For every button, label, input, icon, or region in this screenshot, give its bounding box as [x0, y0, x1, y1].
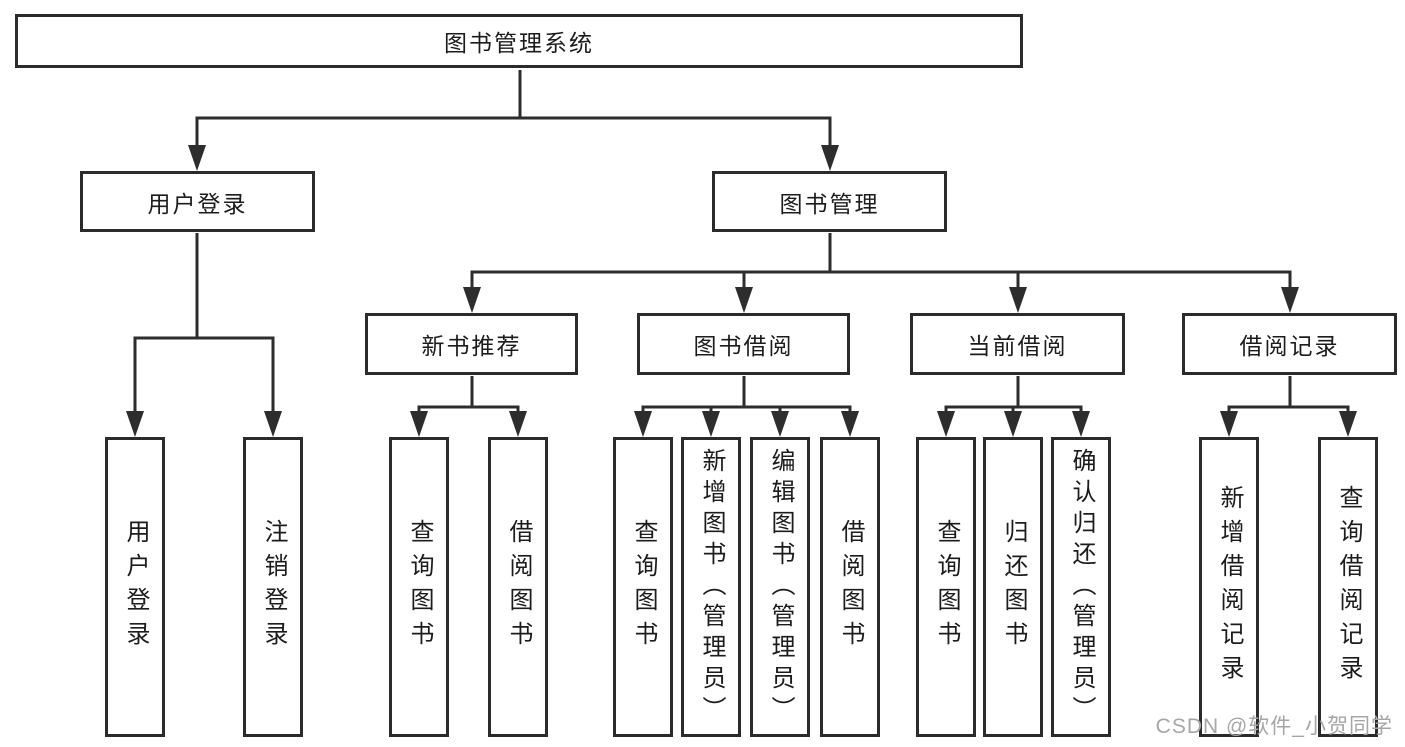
csdn-watermark: CSDN @软件_小贺同学 [1155, 715, 1393, 738]
leaf-query-books-current: 查询图书 [916, 437, 976, 737]
leaf-return-books-label: 归还图书 [1000, 519, 1027, 655]
leaf-query-books-current-label: 查询图书 [933, 519, 960, 655]
node-book-management: 图书管理 [712, 171, 947, 232]
leaf-logout: 注销登录 [243, 437, 303, 737]
leaf-query-books-borrow-label: 查询图书 [630, 519, 657, 655]
node-book-borrow: 图书借阅 [637, 313, 850, 375]
leaf-add-borrow-record-label: 新增借阅记录 [1216, 485, 1243, 689]
leaf-edit-books-admin: 编辑图书（管理员） [750, 437, 810, 737]
leaf-query-borrow-record: 查询借阅记录 [1318, 437, 1378, 737]
leaf-query-books-newbook-label: 查询图书 [406, 519, 433, 655]
leaf-query-books-newbook: 查询图书 [389, 437, 449, 737]
leaf-user-login-label: 用户登录 [122, 519, 149, 655]
arrowheads [126, 145, 1357, 437]
node-borrow-record: 借阅记录 [1182, 313, 1397, 375]
leaf-return-books: 归还图书 [983, 437, 1043, 737]
leaf-query-borrow-record-label: 查询借阅记录 [1335, 485, 1362, 689]
node-root-system: 图书管理系统 [15, 14, 1023, 68]
node-book-borrow-label: 图书借阅 [693, 333, 794, 359]
node-new-book-recommend-label: 新书推荐 [421, 333, 522, 359]
node-root-label: 图书管理系统 [444, 30, 594, 56]
leaf-borrow-books-newbook-label: 借阅图书 [505, 519, 532, 655]
leaf-add-books-admin: 新增图书（管理员） [681, 437, 741, 737]
node-current-borrow: 当前借阅 [910, 313, 1125, 375]
leaf-confirm-return-admin: 确认归还（管理员） [1051, 437, 1111, 737]
leaf-borrow-books-newbook: 借阅图书 [488, 437, 548, 737]
node-book-management-label: 图书管理 [779, 190, 880, 217]
leaf-borrow-books-label: 借阅图书 [837, 519, 864, 655]
leaf-add-borrow-record: 新增借阅记录 [1199, 437, 1259, 737]
leaf-confirm-return-admin-label: 确认归还（管理员） [1068, 447, 1095, 727]
node-new-book-recommend: 新书推荐 [365, 313, 578, 375]
leaf-borrow-books: 借阅图书 [820, 437, 880, 737]
node-user-login-label: 用户登录 [147, 190, 248, 217]
leaf-logout-label: 注销登录 [260, 519, 287, 655]
node-current-borrow-label: 当前借阅 [967, 333, 1068, 359]
node-user-login: 用户登录 [80, 171, 315, 232]
node-borrow-record-label: 借阅记录 [1239, 333, 1340, 359]
leaf-add-books-admin-label: 新增图书（管理员） [698, 447, 725, 727]
leaf-edit-books-admin-label: 编辑图书（管理员） [767, 447, 794, 727]
leaf-query-books-borrow: 查询图书 [613, 437, 673, 737]
leaf-user-login: 用户登录 [105, 437, 165, 737]
